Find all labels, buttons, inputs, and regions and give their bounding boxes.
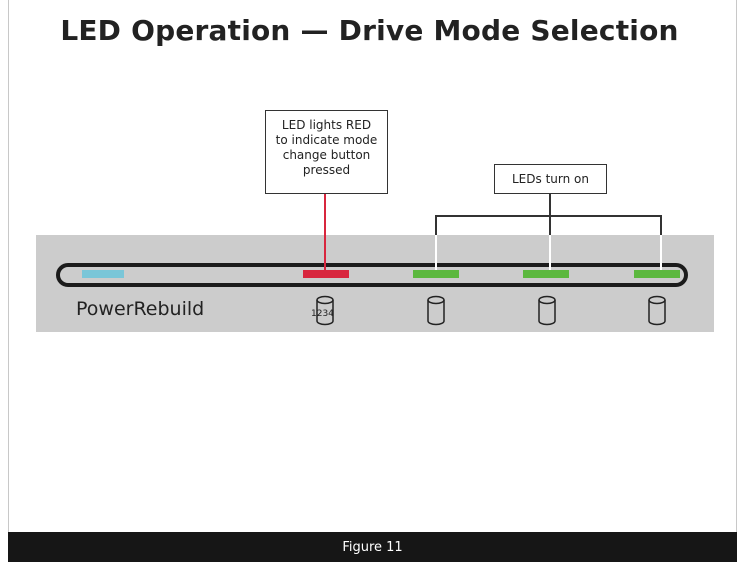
page-title: LED Operation — Drive Mode Selection [60,14,679,47]
bracket-leg-1 [435,215,437,235]
pointer-green-2 [549,235,551,270]
figure-caption: Figure 11 [342,540,403,555]
mode-led-red [303,270,349,278]
callout-bracket [435,215,662,217]
callout-line: LED lights RED [281,118,372,132]
callout-text: LEDs turn on [512,172,589,186]
callout-stem [549,194,551,216]
callout-pointer-red [324,194,326,270]
pointer-green-3 [660,235,662,270]
callout-red-led: LED lights RED to indicate mode change b… [265,110,388,194]
drive-led-3 [634,270,680,278]
callout-line: to indicate mode [275,133,378,147]
callout-line: pressed [302,163,351,177]
drive-led-1 [413,270,459,278]
callout-green-leds: LEDs turn on [494,164,607,194]
drive-cylinder-icon [316,295,334,327]
drive-number-label: 1234 [311,309,334,319]
pointer-green-1 [435,235,437,270]
led-track [56,263,688,287]
power-led [82,270,124,278]
figure-frame [8,0,737,560]
drive-led-2 [523,270,569,278]
drive-cylinder-icon [427,295,445,327]
callout-line: change button [282,148,371,162]
drive-cylinder-icon [648,295,666,327]
drive-cylinder-icon [538,295,556,327]
bracket-leg-2 [549,215,551,235]
figure-caption-bar: Figure 11 [8,532,737,562]
bracket-leg-3 [660,215,662,235]
brand-label: PowerRebuild [76,298,205,320]
